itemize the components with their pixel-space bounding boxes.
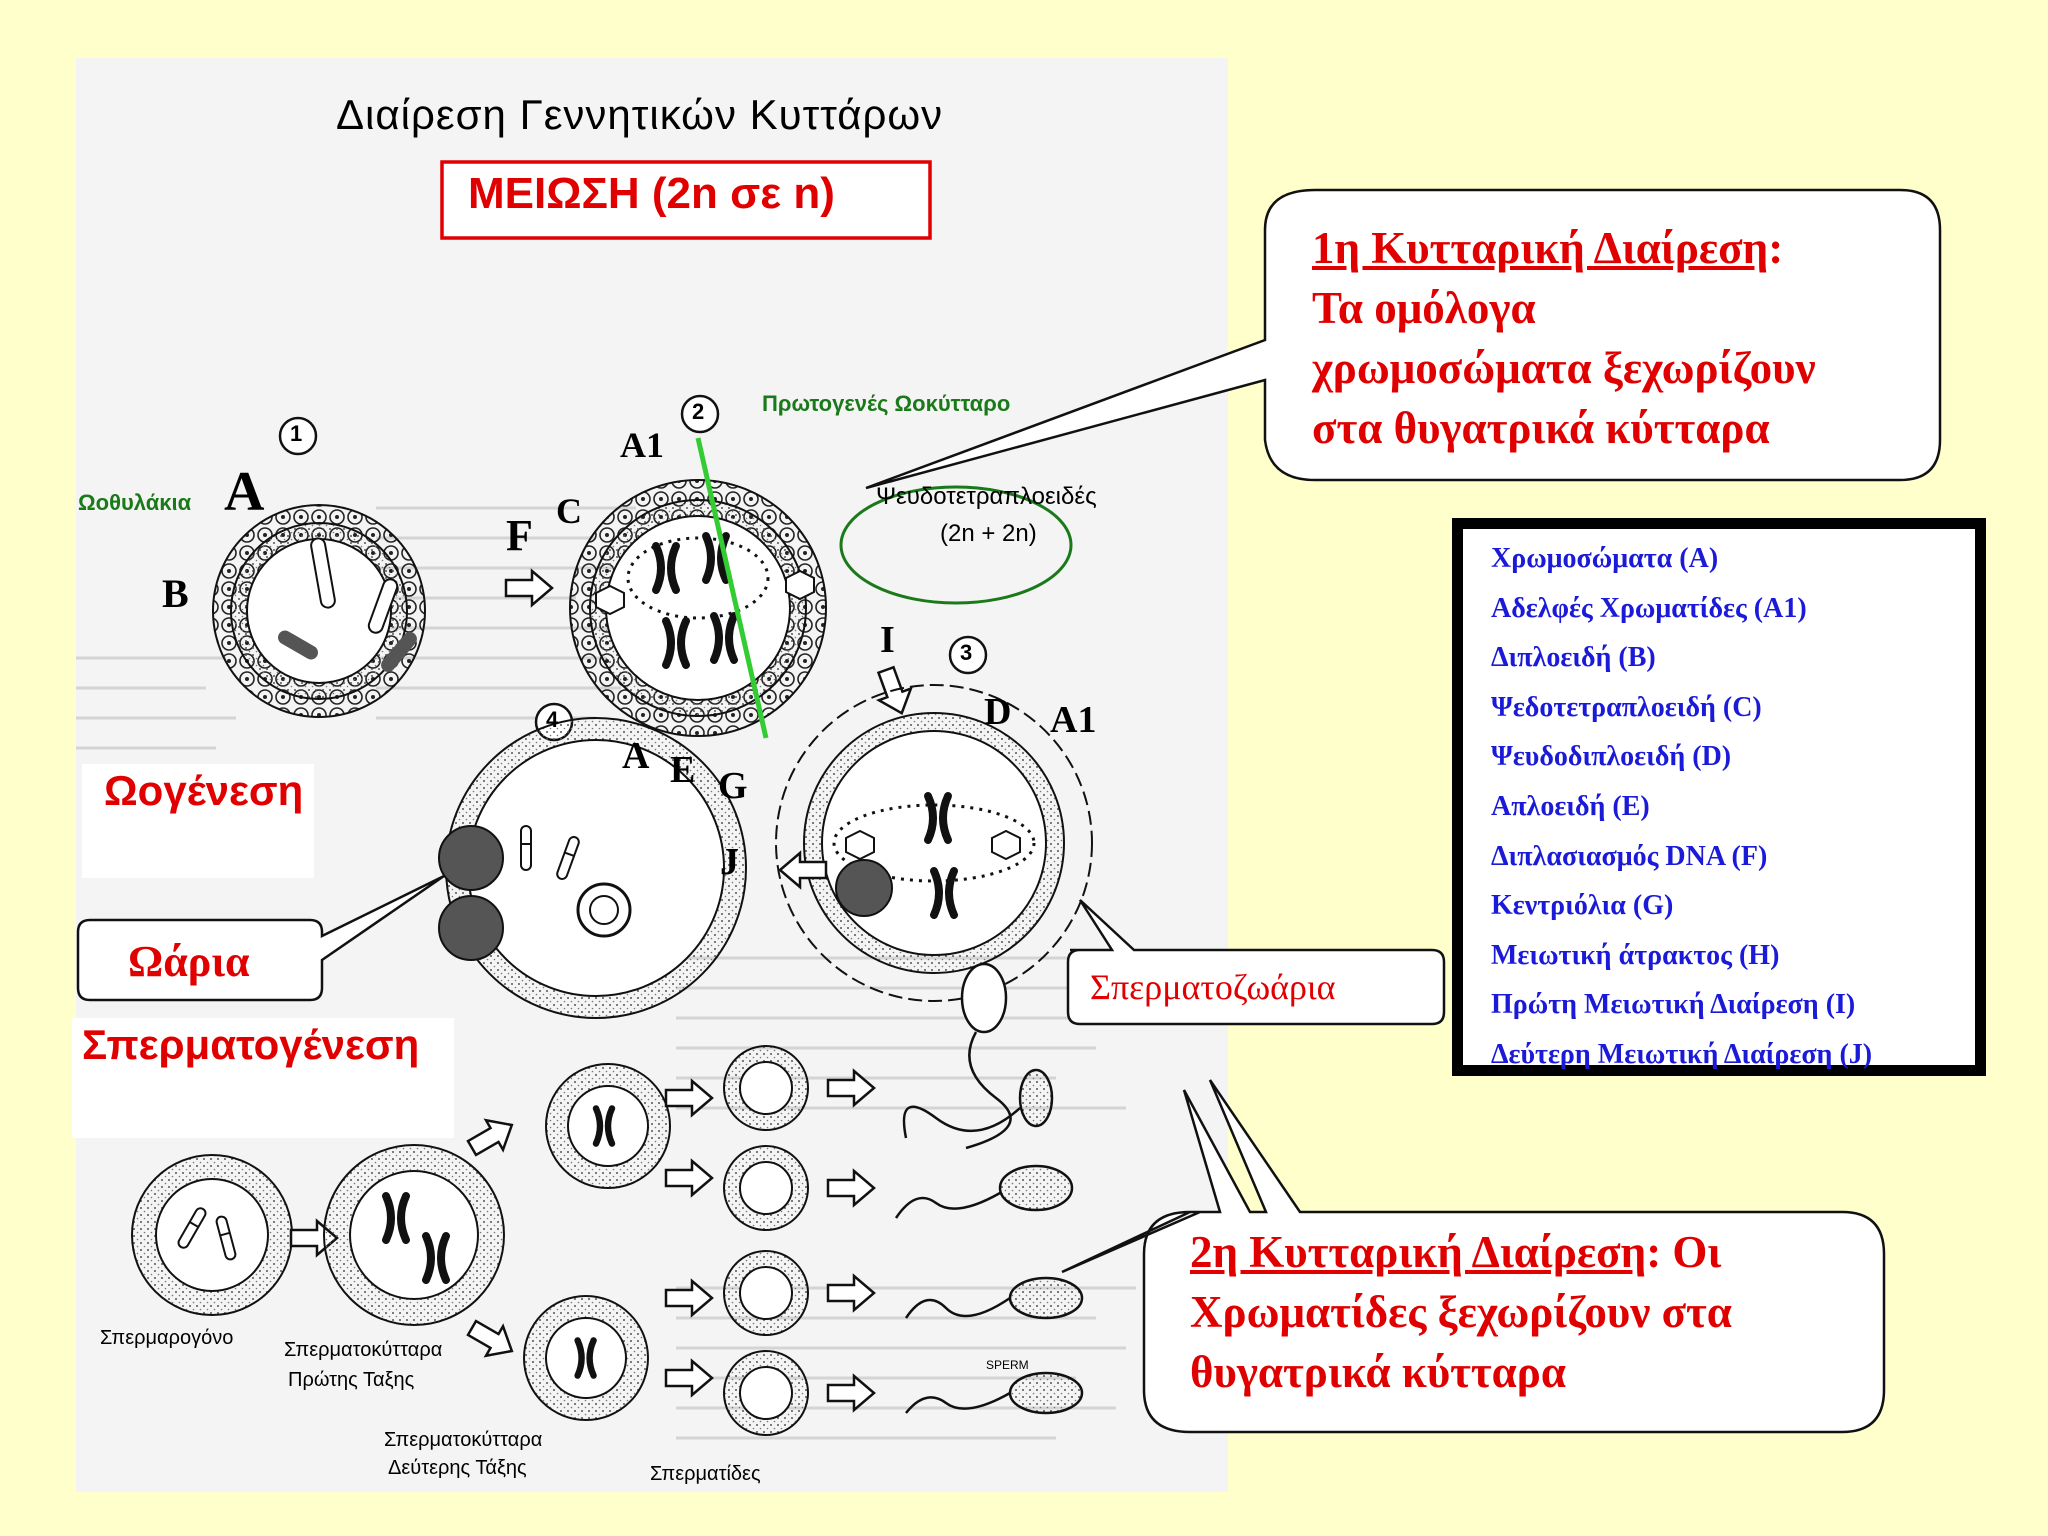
- first-division-line-3: στα θυγατρικά κύτταρα: [1312, 403, 1770, 453]
- stage-number-4: 4: [546, 707, 559, 732]
- letter-d-pseudodiploid: D: [984, 691, 1012, 733]
- meiosis-figure: Διαίρεση Γεννητικών Κυττάρων ΜΕΙΩΣΗ (2n …: [72, 58, 1228, 1492]
- oogenesis-panel: [82, 764, 314, 878]
- meiosis-illustration: [76, 160, 1136, 1440]
- eggs-label: Ωάρια: [128, 937, 250, 986]
- primary-spermatocytes-label-1: Σπερματοκύτταρα: [284, 1339, 443, 1361]
- letter-a1-stage3: A1: [1050, 699, 1097, 741]
- letter-c-pseudotetraploid: C: [556, 491, 582, 531]
- first-division-text: 1η Κυτταρική Διαίρεση: Τα ομόλογα χρωμοσ…: [1312, 218, 1816, 458]
- primary-spermatocyte: [323, 1144, 505, 1326]
- legend-item: Κεντριόλια (G): [1491, 890, 1674, 922]
- spermatozoa-bubble: [1066, 899, 1446, 1026]
- letter-f-dna-replication: F: [506, 511, 533, 560]
- spermatid-3: [723, 1250, 809, 1336]
- legend-item: Ψεδοτετραπλοειδή (C): [1491, 691, 1762, 723]
- legend-item: Ψευδοδιπλοειδή (D): [1491, 741, 1732, 773]
- oogenesis-label: Ωογένεση: [104, 767, 304, 814]
- legend-item: Διπλασιασμός DNA (F): [1491, 840, 1768, 872]
- secondary-spermatocytes-label-1: Σπερματοκύτταρα: [384, 1429, 543, 1451]
- secondary-spermatocyte-top: [545, 1063, 671, 1189]
- legend-item: Διπλοειδή (B): [1491, 642, 1656, 674]
- letter-b-diploid: B: [162, 571, 189, 616]
- first-division-bubble: [865, 188, 1942, 490]
- legend-item: Πρώτη Μειωτική Διαίρεση (I): [1491, 989, 1856, 1021]
- legend-list: Χρωμοσώματα (A) Αδελφές Χρωματίδες (A1) …: [1491, 539, 1872, 1085]
- second-division-bubble: [1061, 1079, 1886, 1434]
- stage-2-oocyte: [569, 479, 827, 737]
- first-division-colon: :: [1768, 223, 1784, 273]
- letter-g-centrioles: G: [718, 765, 748, 807]
- spermatogonium-label: Σπερμαρογόνο: [100, 1327, 234, 1349]
- secondary-spermatocyte-bottom: [523, 1295, 649, 1421]
- second-division-tail: : Οι: [1646, 1227, 1722, 1277]
- division-line: [695, 437, 769, 739]
- stage-number-2: 2: [692, 399, 705, 424]
- legend-item: Μειωτική άτρακτος (H): [1491, 939, 1780, 971]
- spermatid-4: [723, 1350, 809, 1436]
- spermatid-2: [723, 1145, 809, 1231]
- second-division-line-2: θυγατρικά κύτταρα: [1190, 1347, 1566, 1397]
- secondary-spermatocytes-label-2: Δεύτερης Τάξης: [388, 1457, 527, 1479]
- letter-a-chromosomes: A: [224, 461, 265, 523]
- first-division-heading: 1η Κυτταρική Διαίρεση: [1312, 223, 1769, 273]
- first-division-line-2: χρωμοσώματα ξεχωρίζουν: [1312, 343, 1816, 393]
- legend-item: Δεύτερη Μειωτική Διαίρεση (J): [1491, 1038, 1873, 1070]
- first-division-line-1: Τα ομόλογα: [1312, 283, 1536, 333]
- figure-title: Διαίρεση Γεννητικών Κυττάρων: [336, 91, 944, 138]
- sperm-caption: SPERM: [986, 1358, 1029, 1372]
- subtitle-box: [440, 160, 932, 240]
- spermatozoon: [960, 962, 1012, 1150]
- spermatogenesis-panel: [72, 1018, 454, 1138]
- eggs-bubble: [76, 874, 445, 1002]
- letter-a1-sister-chromatids: A1: [620, 425, 664, 465]
- stage-1-follicle: [212, 504, 426, 718]
- spermatid-1: [723, 1045, 809, 1131]
- second-division-heading: 2η Κυτταρική Διαίρεση: [1190, 1227, 1647, 1277]
- pseudotetraploid-formula: (2n + 2n): [940, 520, 1037, 547]
- legend-box: Χρωμοσώματα (A) Αδελφές Χρωματίδες (A1) …: [1452, 518, 1986, 1076]
- follicles-label: Ωοθυλάκια: [78, 490, 192, 515]
- letter-e-haploid: E: [670, 749, 696, 791]
- pseudotetraploid-oval: [839, 485, 1073, 605]
- spermatogonium: [131, 1154, 293, 1316]
- spermatogenesis-label: Σπερματογένεση: [82, 1021, 420, 1068]
- primary-spermatocytes-label-2: Πρώτης Ταξης: [288, 1369, 415, 1391]
- second-division-text: 2η Κυτταρική Διαίρεση: Οι Χρωματίδες ξεχ…: [1190, 1222, 1732, 1402]
- stage-number-1: 1: [290, 421, 303, 446]
- letter-j-second-division: J: [720, 841, 739, 883]
- legend-item: Χρωμοσώματα (A): [1491, 543, 1719, 574]
- pseudotetraploid-label: Ψευδοτετραπλοειδές: [876, 483, 1097, 510]
- stage-3-oocyte: [775, 684, 1093, 1002]
- legend-item: Απλοειδή (E): [1491, 790, 1650, 822]
- spermatozoa-label: Σπερματοζωάρια: [1090, 967, 1336, 1007]
- primary-oocyte-label: Πρωτογενές Ωοκύτταρο: [762, 391, 1011, 416]
- legend-item: Αδελφές Χρωματίδες (A1): [1491, 592, 1807, 624]
- figure-subtitle: ΜΕΙΩΣΗ (2n σε n): [468, 169, 835, 218]
- letter-a-stage4: A: [622, 735, 650, 777]
- stage-4-ovum: [438, 717, 747, 1019]
- stage-number-3: 3: [960, 640, 973, 665]
- spermatids-label: Σπερματίδες: [650, 1463, 761, 1485]
- second-division-line-1: Χρωματίδες ξεχωρίζουν στα: [1190, 1287, 1732, 1337]
- letter-i-first-division: I: [880, 619, 895, 661]
